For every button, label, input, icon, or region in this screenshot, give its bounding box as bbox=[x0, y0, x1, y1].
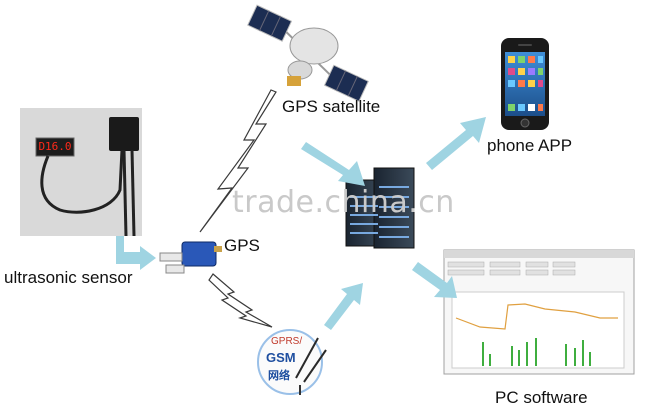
phone-app-label: phone APP bbox=[487, 136, 573, 155]
sensor-display-led: D16.0 bbox=[38, 140, 72, 153]
gsm-text: GSM bbox=[266, 350, 296, 365]
wireless-signal-bolts bbox=[199, 89, 277, 328]
gsm-network-badge bbox=[257, 329, 327, 395]
chart-line bbox=[455, 303, 618, 330]
gps-tracker-icon bbox=[159, 241, 222, 274]
gps-satellite-icon bbox=[247, 4, 369, 102]
server-rack-icon bbox=[345, 167, 415, 249]
pc-software-label: PC software bbox=[495, 388, 588, 407]
gps-satellite-label: GPS satellite bbox=[282, 97, 381, 116]
network-cn-text: 网络 bbox=[268, 369, 290, 382]
pc-software-screenshot bbox=[443, 249, 635, 375]
flow-arrows bbox=[116, 117, 486, 330]
watermark: trade.china.cn bbox=[232, 185, 455, 220]
ultrasonic-sensor-label: ultrasonic sensor bbox=[4, 268, 133, 287]
gps-label: GPS bbox=[224, 236, 260, 255]
ultrasonic-sensor-photo bbox=[20, 108, 142, 237]
chart-spikes bbox=[482, 338, 591, 366]
gprs-text: GPRS/ bbox=[271, 336, 303, 347]
phone-icon bbox=[501, 38, 549, 130]
